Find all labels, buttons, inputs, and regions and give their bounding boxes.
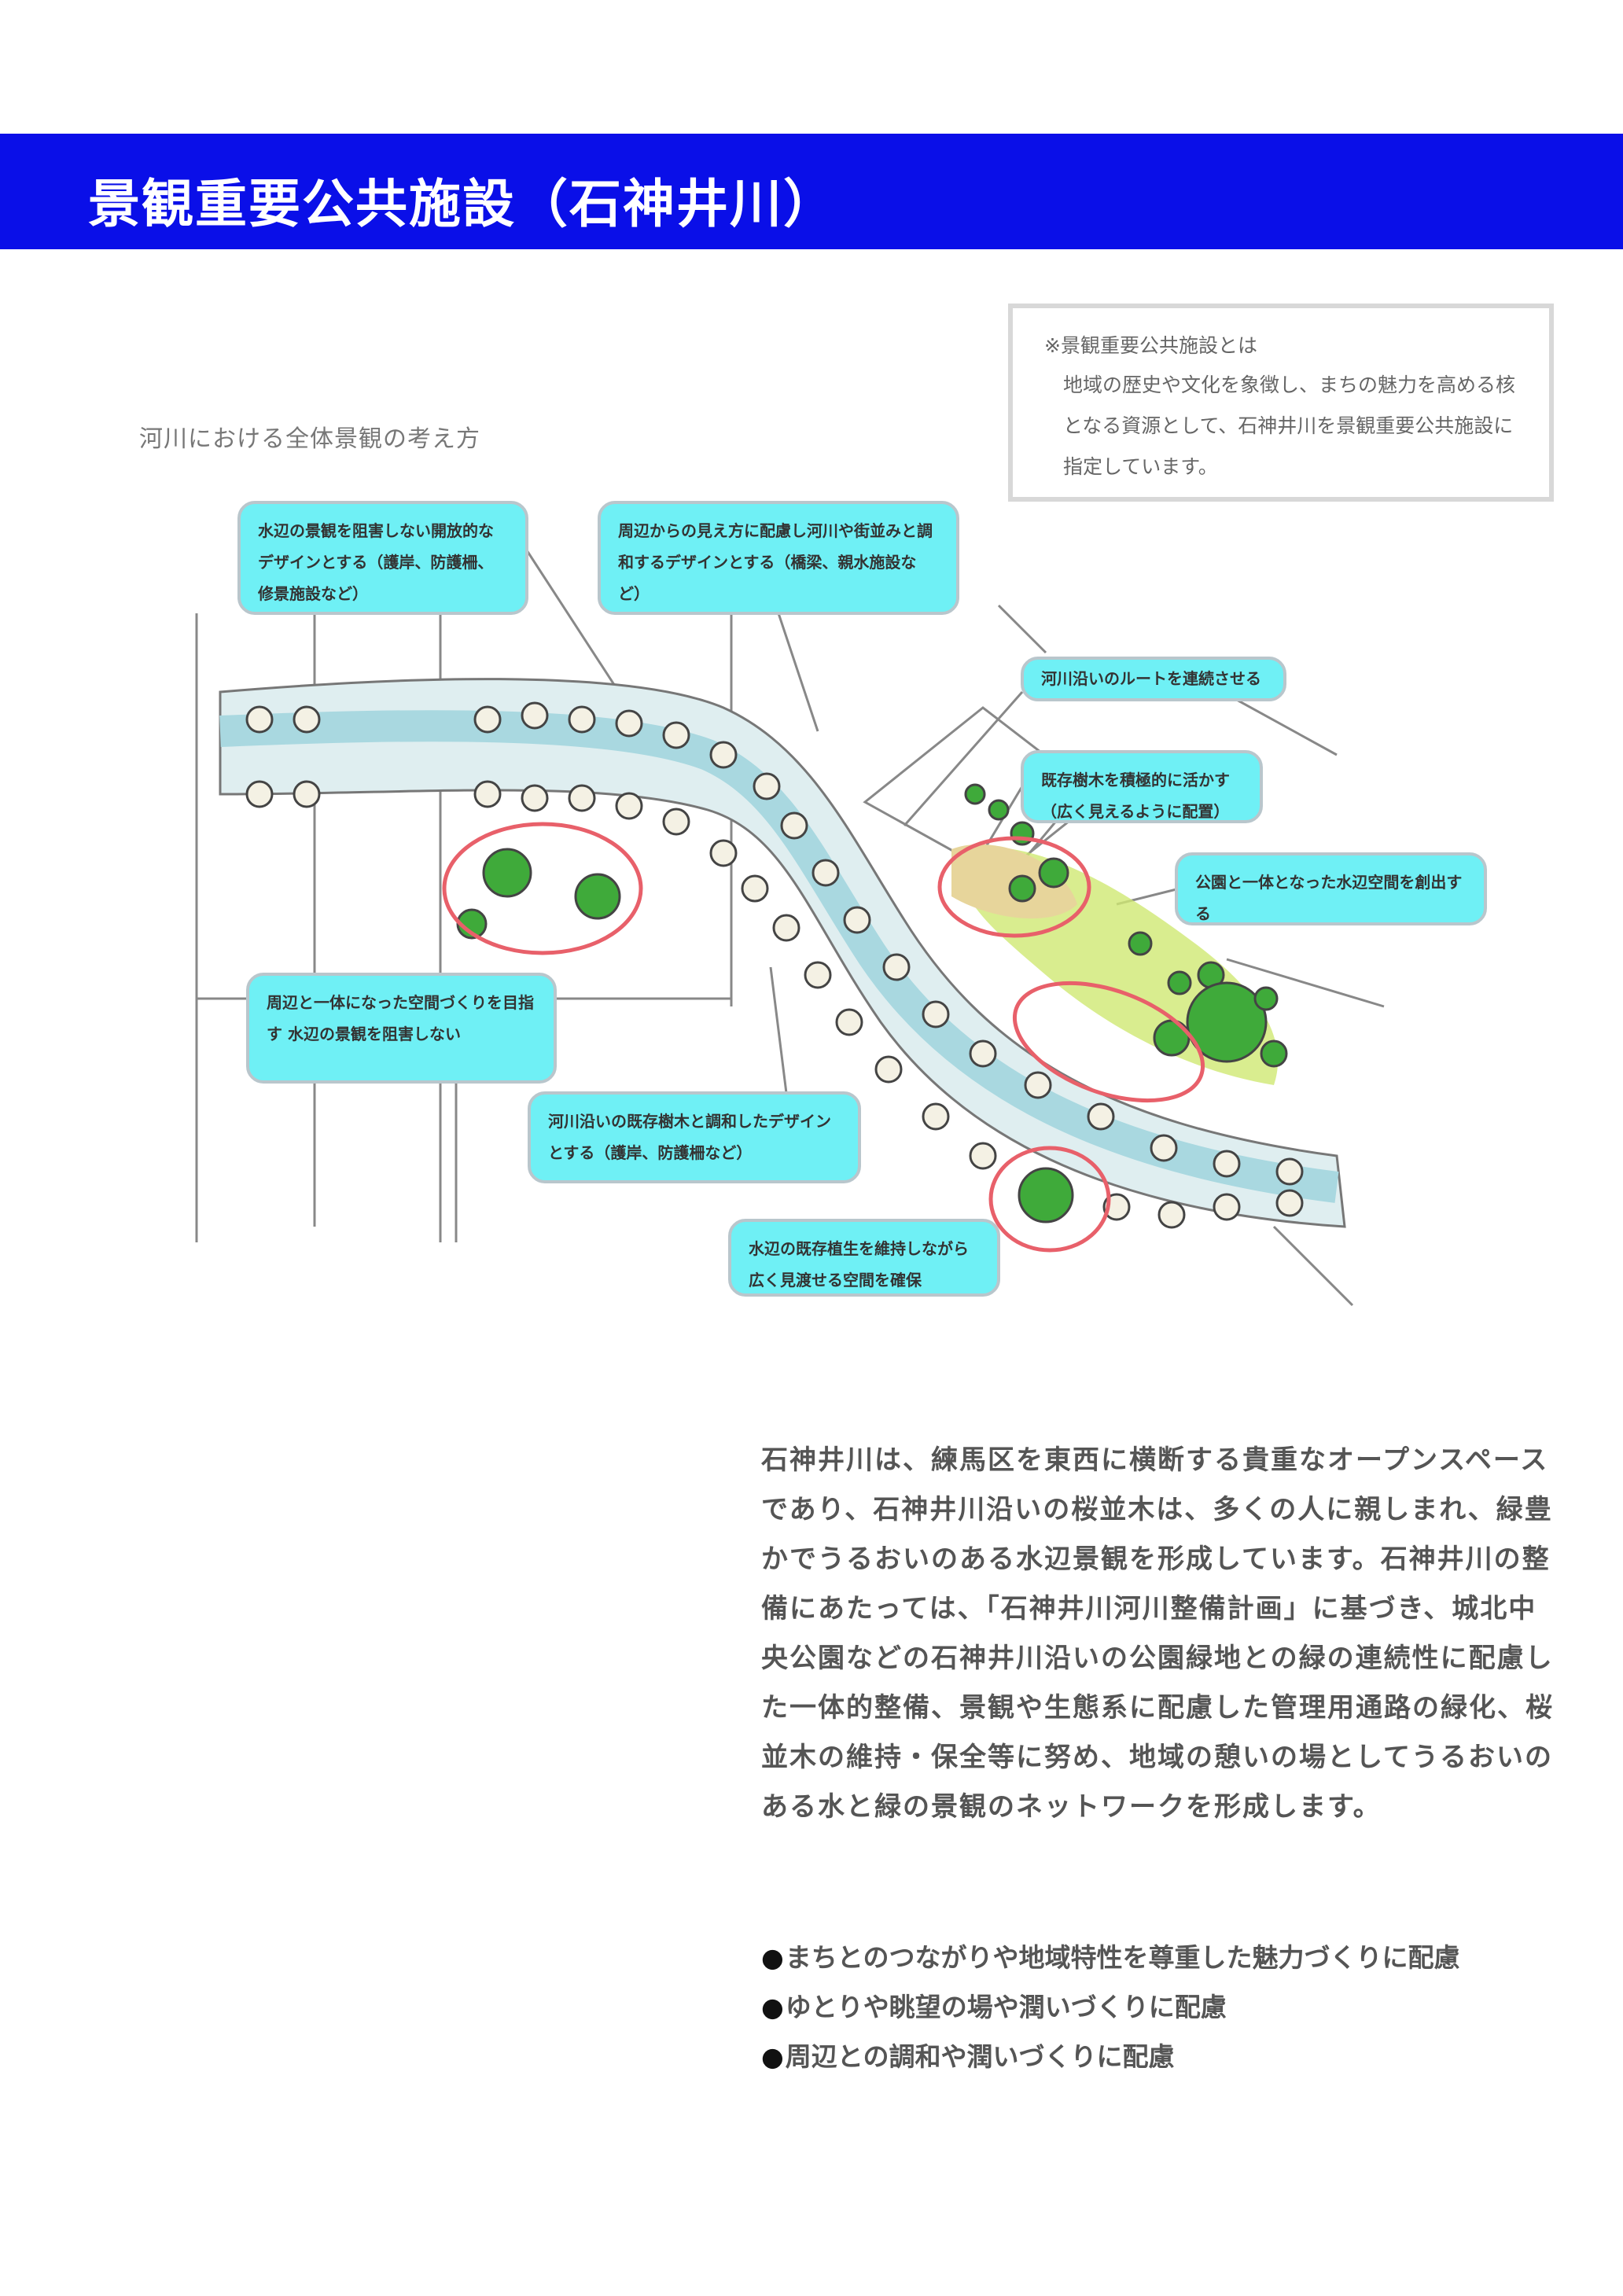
tree-icon [1213,1193,1241,1221]
page-title: 景観重要公共施設（石神井川） [88,174,837,234]
policy-bullet-list: まちとのつながりや地域特性を尊重した魅力づくりに配慮 ゆとりや眺望の場や潤いづく… [761,1933,1460,2081]
tree-icon [615,709,643,738]
tree-icon [969,1039,997,1068]
tree-icon [1010,821,1035,846]
tree-icon [882,953,911,981]
tree-icon [772,914,800,942]
diagram-subtitle: 河川における全体景観の考え方 [139,425,480,453]
tree-icon [1128,931,1153,956]
title-banner: 景観重要公共施設（石神井川） [0,134,1623,249]
tree-icon [615,792,643,820]
tree-icon [1186,981,1268,1063]
tree-icon [1087,1102,1115,1131]
tree-icon [1008,874,1036,903]
tree-icon [1167,970,1192,995]
tree-icon [662,808,690,836]
tree-icon [874,1055,903,1084]
tree-icon [1275,1157,1304,1186]
leader-line [525,550,1180,1094]
tree-icon [753,772,781,800]
tree-icon [804,961,832,989]
callout-open-design: 水辺の景観を阻害しない開放的なデザインとする（護岸、防護柵、修景施設など） [237,501,528,615]
tree-icon [662,721,690,749]
callout-harmonious-design: 周辺からの見え方に配慮し河川や街並みと調和するデザインとする（橋梁、親水施設など… [598,501,959,615]
street-line [195,613,733,1242]
tree-icon [922,1000,950,1028]
tree-icon [1038,857,1069,889]
highlight-circle [988,1146,1111,1253]
callout-park-waterside: 公園と一体となった水辺空間を創出する [1175,852,1487,925]
callout-vegetation-view: 水辺の既存植生を維持しながら広く見渡せる空間を確保 [728,1219,1000,1297]
tree-icon [245,780,274,808]
bullet-item: 周辺との調和や潤いづくりに配慮 [761,2032,1459,2081]
tree-icon [293,705,321,734]
tree-icon [812,859,840,887]
tree-icon [1150,1134,1178,1162]
tree-icon [1213,1150,1241,1178]
bullet-item: まちとのつながりや地域特性を尊重した魅力づくりに配慮 [761,1933,1460,1982]
tree-icon [521,784,549,812]
note-body: 地域の歴史や文化を象徴し、まちの魅力を高める核となる資源として、石神井川を景観重… [1063,373,1516,478]
tree-icon [741,874,769,903]
tree-icon [843,906,871,934]
tree-icon [988,799,1010,821]
callout-tree-harmony: 河川沿いの既存樹木と調和したデザインとする（護岸、防護柵など） [528,1091,861,1183]
tree-icon [482,848,532,898]
tree-icon [709,839,738,867]
note-title: ※景観重要公共施設とは [1044,334,1257,357]
tree-icon [293,780,321,808]
tree-icon [568,705,596,734]
tree-icon [709,741,738,769]
bullet-item: ゆとりや眺望の場や潤いづくりに配慮 [761,1982,1459,2032]
tree-icon [964,783,986,805]
callout-existing-trees: 既存樹木を積極的に活かす（広く見えるように配置） [1021,750,1263,823]
highlight-circle [1012,981,1205,1103]
tree-icon [1260,1039,1288,1068]
tree-icon [1253,986,1279,1011]
tree-icon [1024,1071,1052,1099]
tree-icon [922,1102,950,1131]
tree-icon [574,873,621,920]
tree-icon [1275,1189,1304,1217]
definition-note-box: ※景観重要公共施設とは 地域の歴史や文化を象徴し、まちの魅力を高める核となる資源… [1008,304,1554,502]
tree-icon [473,705,502,734]
description-paragraph: 石神井川は、練馬区を東西に横断する貴重なオープンスペースであり、石神井川沿いの桜… [761,1444,1554,1823]
tree-icon [835,1008,863,1036]
callout-continuous-route: 河川沿いのルートを連続させる [1021,657,1286,701]
tree-icon [521,701,549,730]
tree-icon [1153,1019,1191,1057]
highlight-circle [442,822,643,955]
tree-icon [1157,1201,1186,1229]
tree-icon [568,784,596,812]
tree-icon [473,780,502,808]
tree-icon [245,705,274,734]
tree-icon [1018,1167,1074,1223]
tree-icon [969,1142,997,1170]
highlight-circle [937,836,1091,938]
tree-icon [780,811,808,840]
callout-integrated-space: 周辺と一体になった空間づくりを目指す 水辺の景観を阻害しない [246,973,557,1084]
river-bank-upper [219,678,1346,1228]
